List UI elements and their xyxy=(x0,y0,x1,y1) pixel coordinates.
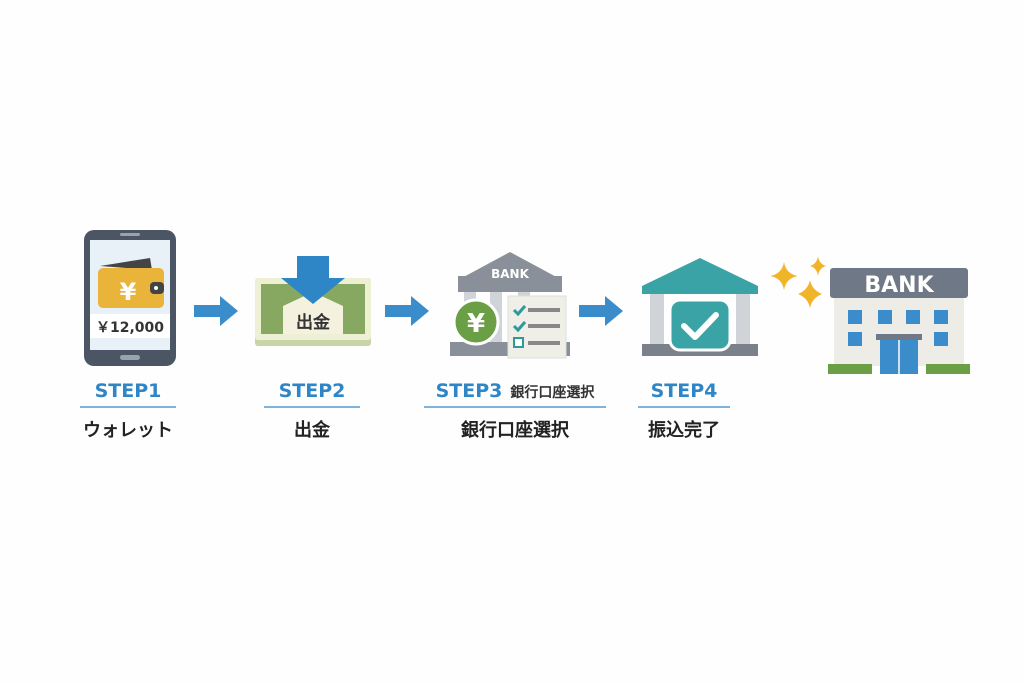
step-label: STEP1 xyxy=(80,380,176,408)
phone-wallet-icon: ¥ ￥12,000 xyxy=(84,230,176,366)
step-2: STEP2 出金 xyxy=(264,380,360,442)
step-title: 振込完了 xyxy=(648,420,720,441)
step-title: ウォレット xyxy=(83,420,173,441)
wallet-balance: ￥12,000 xyxy=(96,320,164,336)
yen-coin: ¥ xyxy=(467,309,485,339)
bank-building-sign: BANK xyxy=(864,273,934,298)
sparkles-icon xyxy=(770,256,826,308)
arrow-right-icon xyxy=(579,296,623,326)
step-1: STEP1 ウォレット xyxy=(80,380,176,442)
bank-sign: BANK xyxy=(491,267,529,281)
bank-checklist-icon: BANK ¥ xyxy=(450,252,570,359)
step-label: STEP4 xyxy=(638,380,730,408)
step-title: 出金 xyxy=(294,420,330,441)
step-4: STEP4 振込完了 xyxy=(638,380,730,442)
step-label-text: STEP3 xyxy=(435,380,503,402)
bank-building-icon: BANK xyxy=(828,268,970,374)
step-label-sub: 銀行口座選択 xyxy=(510,385,595,401)
arrow-right-icon xyxy=(385,296,429,326)
arrow-right-icon xyxy=(194,296,238,326)
cash-withdrawal-icon: 出金 xyxy=(255,256,371,346)
cash-label: 出金 xyxy=(296,312,331,333)
step-label: STEP3 銀行口座選択 xyxy=(424,380,606,408)
step-label: STEP2 xyxy=(264,380,360,408)
yen-symbol: ¥ xyxy=(120,278,137,306)
step-3: STEP3 銀行口座選択 銀行口座選択 xyxy=(424,380,606,442)
transfer-complete-icon xyxy=(642,258,758,356)
step-title: 銀行口座選択 xyxy=(461,420,569,441)
